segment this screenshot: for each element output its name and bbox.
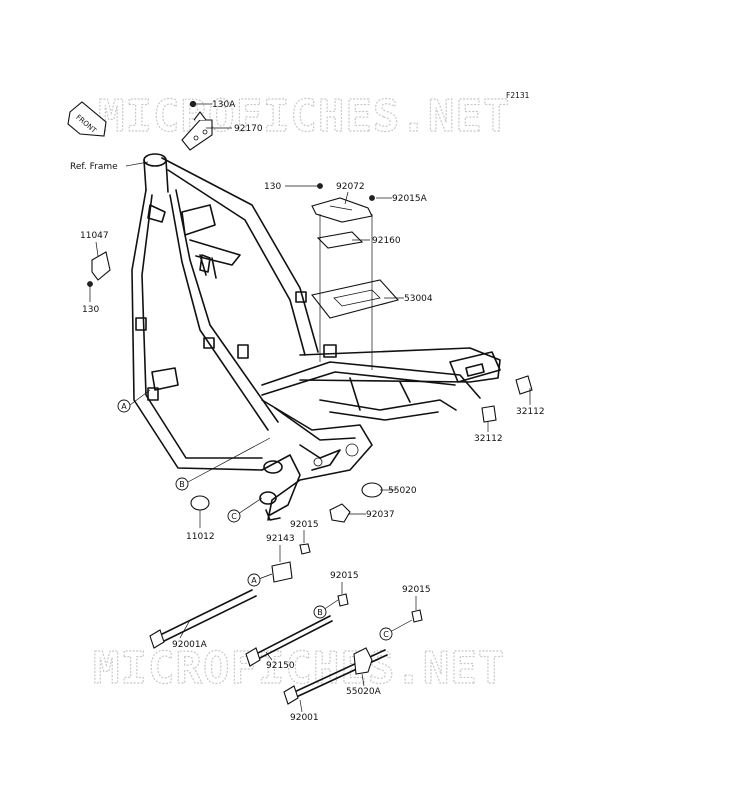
- front-arrow-icon: FRONT: [67, 101, 107, 137]
- cap-32112-lower: [481, 405, 497, 423]
- callout-C-upper: C: [227, 509, 241, 523]
- watermark-bottom: MICROFICHES.NET: [93, 643, 505, 694]
- label-92037: 92037: [366, 510, 395, 520]
- label-92015-a: 92015: [290, 520, 319, 530]
- pad-53004: [311, 279, 400, 319]
- nut-92015A: [369, 195, 375, 201]
- watermark-top: MICROFICHES.NET: [98, 91, 510, 142]
- label-ref-frame: Ref. Frame: [70, 162, 118, 172]
- label-55020: 55020: [388, 486, 417, 496]
- svg-text:C: C: [231, 512, 237, 521]
- svg-text:A: A: [121, 402, 127, 411]
- label-53004: 53004: [404, 294, 433, 304]
- label-92160: 92160: [372, 236, 401, 246]
- label-130-left: 130: [82, 305, 99, 315]
- nut-92015-a: [299, 543, 311, 555]
- label-55020A: 55020A: [346, 687, 382, 697]
- nut-92015-b: [337, 593, 349, 607]
- bracket-92072: [311, 197, 373, 223]
- collar-55020A: [353, 647, 373, 675]
- bracket-92170: [181, 111, 213, 151]
- svg-text:A: A: [251, 576, 257, 585]
- label-11012: 11012: [186, 532, 215, 542]
- label-92143: 92143: [266, 534, 295, 544]
- label-130-top: 130: [264, 182, 281, 192]
- bolt-130-top: [317, 183, 323, 189]
- bolt-92001A: [149, 589, 257, 649]
- bolt-130-left: [87, 281, 93, 287]
- label-92150: 92150: [266, 661, 295, 671]
- motorcycle-frame: [131, 153, 501, 521]
- pad-92160: [316, 231, 364, 249]
- callout-B-upper: B: [175, 477, 189, 491]
- callout-B-lower: B: [313, 605, 327, 619]
- collar-92143: [271, 561, 293, 583]
- label-92001A: 92001A: [172, 640, 208, 650]
- clamp-92037: [329, 503, 351, 523]
- grommet-11012: [190, 495, 210, 511]
- clamp-11047: [91, 251, 111, 281]
- label-130A: 130A: [212, 100, 236, 110]
- nut-92015-c: [411, 609, 423, 623]
- leader-lines: [89, 103, 531, 713]
- bolt-92150: [245, 615, 333, 667]
- figure-code: F2131: [506, 91, 530, 100]
- label-92072: 92072: [336, 182, 365, 192]
- label-92001: 92001: [290, 713, 319, 723]
- collar-55020: [361, 482, 383, 498]
- label-92015-c: 92015: [402, 585, 431, 595]
- cap-32112-right: [515, 375, 533, 395]
- label-32112-right: 32112: [516, 407, 545, 417]
- label-92015A: 92015A: [392, 194, 428, 204]
- label-92015-b: 92015: [330, 571, 359, 581]
- callout-C-lower: C: [379, 627, 393, 641]
- label-32112-lower: 32112: [474, 434, 503, 444]
- svg-text:B: B: [179, 480, 185, 489]
- svg-text:C: C: [383, 630, 389, 639]
- callout-A-upper: A: [117, 399, 131, 413]
- label-11047: 11047: [80, 231, 109, 241]
- callout-A-lower: A: [247, 573, 261, 587]
- svg-text:B: B: [317, 608, 323, 617]
- label-92170: 92170: [234, 124, 263, 134]
- bolt-130A: [189, 100, 197, 108]
